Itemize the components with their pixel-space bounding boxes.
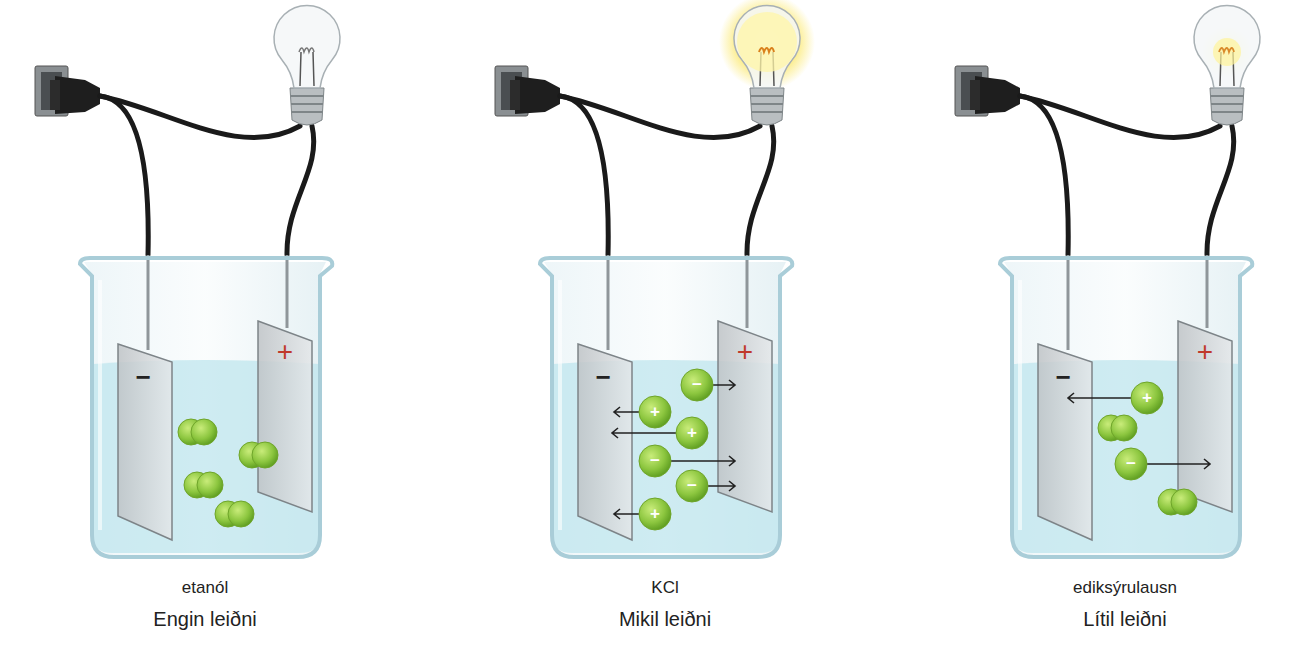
electrode-sign: − xyxy=(135,364,150,390)
solution-name: ediksýrulausn xyxy=(1073,579,1177,596)
solution-name: KCl xyxy=(651,579,678,596)
ion-charge: − xyxy=(692,376,702,393)
solution-name: etanól xyxy=(182,579,228,596)
conductivity-label: Lítil leiðni xyxy=(1083,609,1166,629)
ion-charge: − xyxy=(1126,455,1136,472)
electrode-sign: − xyxy=(1055,364,1070,390)
ion-charge: + xyxy=(1142,389,1152,406)
electrode-sign: + xyxy=(277,338,293,366)
electrode-sign: − xyxy=(595,364,610,390)
ion-charge: − xyxy=(687,477,697,494)
ion-charge: + xyxy=(687,424,697,441)
ion-charge: + xyxy=(650,505,660,522)
electrode-sign: + xyxy=(737,338,753,366)
electrode-sign: + xyxy=(1197,338,1213,366)
conductivity-label: Engin leiðni xyxy=(153,609,256,629)
ion-charge: + xyxy=(650,403,660,420)
ion-charge: − xyxy=(650,452,660,469)
conductivity-label: Mikil leiðni xyxy=(619,609,711,629)
